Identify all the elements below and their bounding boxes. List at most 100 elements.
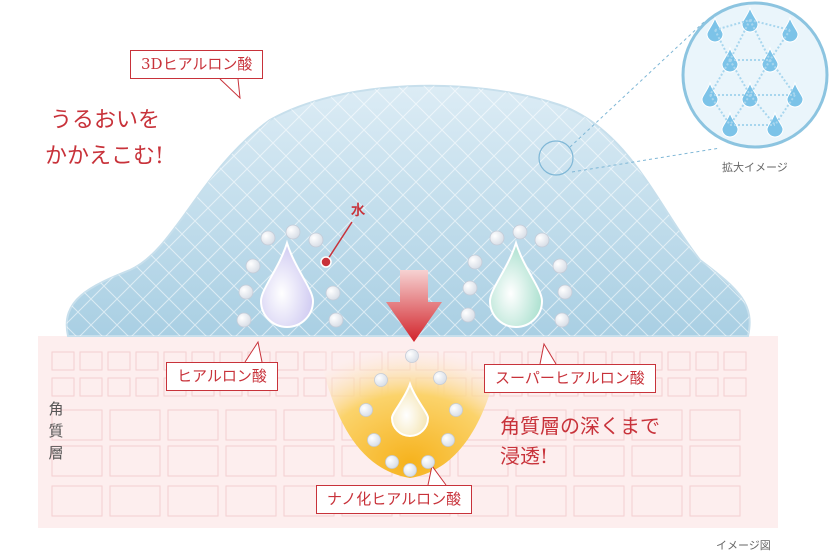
label-nano-hyaluronic: ナノ化ヒアルロン酸 (316, 485, 473, 514)
label-water: 水 (351, 203, 365, 219)
water-bubble (374, 373, 388, 387)
penetration-arrow (386, 270, 442, 342)
text-penetrate-1: 角質層の深くまで (500, 414, 660, 438)
skin-cell (631, 409, 683, 441)
skin-cell (689, 485, 741, 517)
label-3d-hyaluronic: 3Dヒアルロン酸 (130, 50, 264, 79)
water-bubble (359, 403, 373, 417)
callout-pointer-3d (219, 78, 241, 100)
zoom-link (709, 59, 731, 96)
callout-pointer-super (539, 342, 557, 365)
skin-cell (695, 351, 719, 371)
molecules (236, 224, 573, 477)
zoom-drop (741, 6, 759, 33)
skin-cell (167, 485, 219, 517)
water-bubble (557, 284, 573, 300)
text-hold-moisture-2: かかえこむ! (45, 144, 164, 169)
water-bubble (367, 433, 381, 447)
skin-cell (303, 377, 327, 397)
skin-cell (723, 377, 747, 397)
label-image-figure: イメージ図 (716, 539, 771, 552)
label-hyaluronic: ヒアルロン酸 (166, 362, 278, 391)
skin-cell (275, 351, 299, 371)
skin-cell (167, 409, 219, 441)
skin-cell (79, 377, 103, 397)
skin-cell (107, 377, 131, 397)
water-bubble (433, 371, 447, 385)
water-bubble (238, 284, 254, 300)
zoom-link (769, 59, 796, 96)
zoom-link (714, 29, 731, 61)
skin-cell (225, 409, 277, 441)
water-bubble (462, 280, 478, 296)
water-bubble (245, 258, 261, 274)
skin-cell (51, 409, 103, 441)
text-hold-moisture-1: うるおいを (50, 108, 161, 133)
water-bubble (325, 285, 341, 301)
water-bubble (554, 312, 570, 328)
water-bubble (460, 307, 476, 323)
skin-cell (573, 409, 625, 441)
skin-cell (667, 351, 691, 371)
nano-hyaluronic-drop (390, 380, 430, 437)
water-bubble (421, 455, 435, 469)
skin-cell (283, 409, 335, 441)
water-bubble (328, 312, 344, 328)
skin-cell (573, 485, 625, 517)
skin-cell (51, 351, 75, 371)
hyaluronic-drop (259, 239, 315, 328)
skin-cell (631, 485, 683, 517)
zoom-view (538, 1, 829, 176)
water-bubble (236, 312, 252, 328)
water-bubble (285, 224, 301, 240)
text-penetrate-2: 浸透! (500, 444, 549, 468)
water-pointer-line (325, 221, 353, 263)
callout-pointer-hyaluronic (244, 340, 263, 363)
skin-cell (79, 351, 103, 371)
zoom-link (729, 59, 751, 96)
skin-cell (135, 351, 159, 371)
skin-cell (723, 351, 747, 371)
water-dot (320, 256, 332, 268)
water-bubble (534, 232, 550, 248)
skin-cell (225, 485, 277, 517)
skin-cell (109, 445, 161, 477)
water-bubble (441, 433, 455, 447)
zoom-link (749, 94, 776, 126)
hyaluronic-dome (65, 84, 751, 337)
skin-cell (689, 409, 741, 441)
skin-cell (107, 351, 131, 371)
water-bubble (405, 349, 419, 363)
skin-cell (573, 445, 625, 477)
skin-cell (51, 377, 75, 397)
water-bubble (552, 258, 568, 274)
skin-cell (51, 445, 103, 477)
zoom-source-circle (538, 140, 574, 176)
skin-cell (283, 445, 335, 477)
zoom-link (749, 19, 771, 61)
skin-cell (135, 377, 159, 397)
skin-cell (631, 445, 683, 477)
skin-cell (457, 445, 509, 477)
zoom-link (749, 59, 771, 96)
skin-cell (667, 377, 691, 397)
skin-cell (695, 377, 719, 397)
water-bubble (512, 224, 528, 240)
water-bubble (403, 463, 417, 477)
water-bubble (467, 254, 483, 270)
skin-cell (515, 445, 567, 477)
skin-cell (167, 445, 219, 477)
water-bubble (260, 230, 276, 246)
skin-cell (225, 445, 277, 477)
label-zoom-image: 拡大イメージ (722, 161, 788, 174)
skin-cell (109, 409, 161, 441)
zoom-link (729, 19, 751, 61)
skin-cell (109, 485, 161, 517)
label-stratum-corneum: 角質層 (48, 400, 64, 462)
skin-cell (515, 485, 567, 517)
skin-cell (515, 409, 567, 441)
water-bubble (308, 232, 324, 248)
water-bubble (385, 455, 399, 469)
super-hyaluronic-drop (488, 239, 544, 328)
